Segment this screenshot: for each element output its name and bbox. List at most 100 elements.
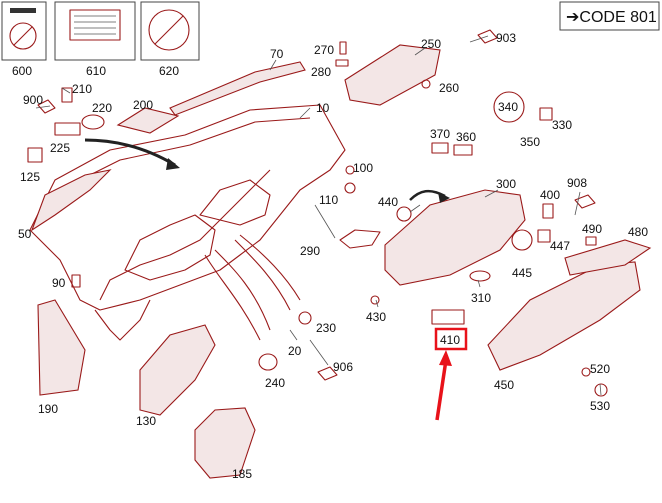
part-290-shape [339,229,381,249]
label-280: 280 [311,65,331,79]
label-125: 125 [20,170,40,184]
part-110-shape [344,182,356,194]
label-130: 130 [136,414,156,428]
label-370: 370 [430,127,450,141]
label-240: 240 [265,376,285,390]
label-530: 530 [590,399,610,413]
label-520: 520 [590,362,610,376]
label-230: 230 [316,321,336,335]
highlight-box [434,327,468,351]
label-430: 430 [366,310,386,324]
label-310: 310 [471,291,491,305]
label-900: 900 [23,93,43,107]
part-185-shape [194,407,256,479]
label-90: 90 [52,276,66,290]
warning-text-icon [69,9,121,41]
part-906-shape [317,366,338,381]
label-270: 270 [314,43,334,57]
part-200-shape [116,107,180,134]
part-250-shape [344,44,441,106]
part-270-shape [339,41,347,55]
part-280-shape [335,59,349,67]
part-330-shape [539,107,553,121]
label-20: 20 [288,344,302,358]
label-300: 300 [496,177,516,191]
part-210-shape [61,87,73,103]
label-410: 410 [440,333,460,347]
highlight-arrow [435,359,448,421]
label-447: 447 [550,239,570,253]
label-185: 185 [232,467,252,481]
part-410-shape [431,309,465,325]
label-330: 330 [552,118,572,132]
part-130-shape [139,324,216,416]
part-440-shape [396,206,412,222]
part-125-shape [27,147,43,163]
label-360: 360 [456,130,476,144]
part-908-shape [574,194,596,209]
part-230-shape [298,311,312,325]
panel-620 [140,1,200,61]
part-50-shape [30,169,112,232]
part-370-shape [431,142,449,154]
label-400: 400 [540,188,560,202]
label-220: 220 [92,101,112,115]
highlight-arrow-head [439,350,452,366]
warning-header-icon [10,8,36,13]
panel-610 [54,1,136,61]
part-190-shape [37,299,86,396]
label-260: 260 [439,81,459,95]
label-440: 440 [378,195,398,209]
label-908: 908 [567,176,587,190]
label-210: 210 [72,82,92,96]
part-480-shape [564,239,652,276]
part-903-shape [477,29,498,44]
part-225-shape [54,122,81,136]
part-100-shape [345,165,355,175]
label-490: 490 [582,222,602,236]
arrow-icon [84,138,176,167]
part-445-shape [511,229,533,251]
part-90-shape [71,274,81,288]
part-360-shape [453,144,473,156]
child-seat-warning-icon [148,9,190,51]
airbag-warning-icon [9,22,37,50]
part-900-shape [37,99,56,114]
part-400-shape [542,203,554,219]
part-300-shape [384,189,526,286]
label-600: 600 [12,64,32,78]
label-290: 290 [300,244,320,258]
label-480: 480 [628,225,648,239]
label-190: 190 [38,402,58,416]
dashboard-assembly [29,104,346,341]
part-240-shape [258,353,278,371]
label-panels: 600 610 620 [1,1,200,78]
part-520-shape [581,367,591,377]
part-labels: 70 270 280 250 903 260 900 210 220 200 1… [18,31,648,481]
label-610: 610 [86,64,106,78]
label-350: 350 [520,135,540,149]
code-label: ➔CODE 801 [566,9,657,26]
label-10: 10 [316,101,330,115]
label-110: 110 [319,193,338,207]
label-100: 100 [353,161,373,175]
label-50: 50 [18,227,32,241]
part-310-shape [469,270,491,282]
part-220-shape [81,114,105,130]
label-445: 445 [512,266,532,280]
label-70: 70 [270,47,284,61]
label-340: 340 [498,100,518,114]
label-903: 903 [496,31,516,45]
part-490-shape [585,236,597,246]
part-340-circle [493,91,525,123]
part-430-shape [370,295,380,305]
part-530-shape [594,383,608,397]
part-450-shape [487,261,641,371]
label-225: 225 [50,141,70,155]
leader-lines [35,35,602,396]
code-box [559,1,660,31]
label-450: 450 [494,378,514,392]
label-620: 620 [159,64,179,78]
label-906: 906 [333,360,353,374]
